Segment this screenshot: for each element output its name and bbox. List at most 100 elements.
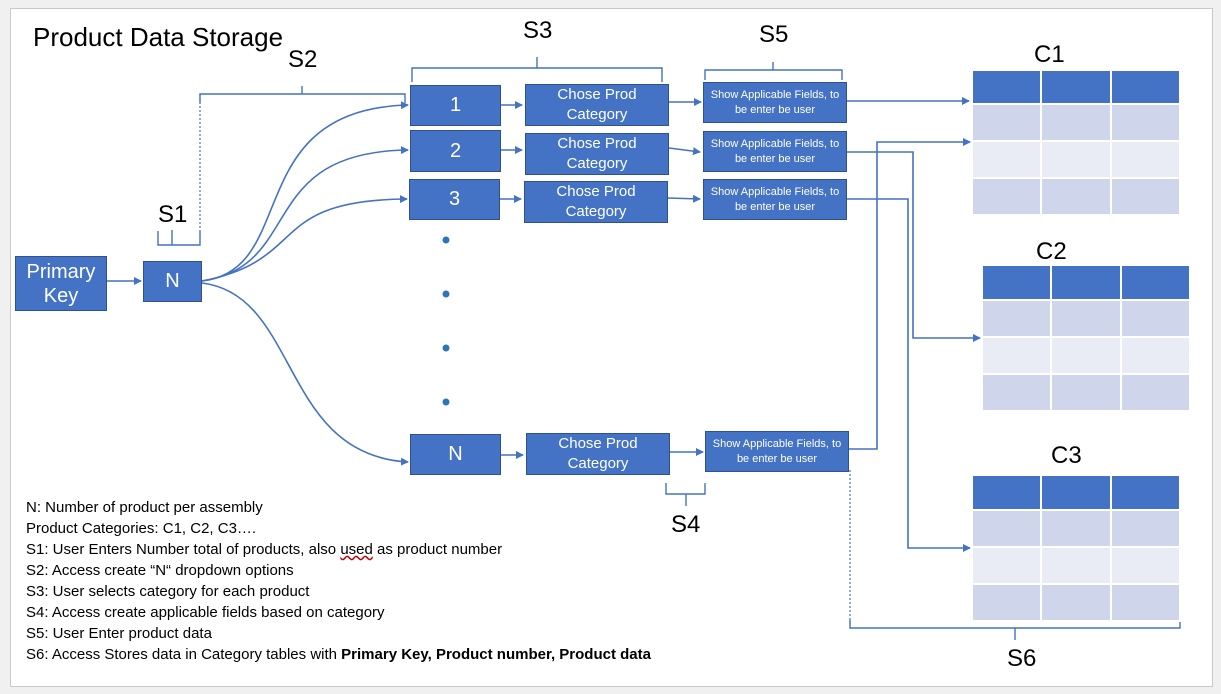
product-box-2: 2 (410, 130, 501, 172)
table-cell (1050, 336, 1122, 375)
table-cell (981, 299, 1052, 338)
table-cell (1040, 103, 1112, 142)
product-label: 3 (448, 188, 461, 210)
table-header-cell (1040, 474, 1112, 511)
legend-line-s6: S6: Access Stores data in Category table… (26, 646, 651, 663)
table-header-cell (1110, 69, 1181, 105)
fields-box-n: Show Applicable Fields, to be enter be u… (705, 431, 849, 472)
fields-box-3: Show Applicable Fields, to be enter be u… (703, 179, 847, 220)
table-cell (981, 336, 1052, 375)
table-cell (971, 583, 1042, 622)
product-box-n: N (410, 434, 501, 475)
legend-line-s3: S3: User selects category for each produ… (26, 583, 310, 600)
table-cell (1110, 140, 1181, 179)
table-cell (1040, 140, 1112, 179)
category-box-2: Chose Prod Category (525, 133, 669, 175)
product-box-3: 3 (409, 179, 500, 220)
fields-label: Show Applicable Fields, to be enter be u… (710, 137, 840, 165)
legend-line-n: N: Number of product per assembly (26, 499, 263, 516)
n-input-label: N (165, 270, 180, 292)
ellipsis-dot (442, 236, 450, 244)
arrow-fn-to-c1 (849, 138, 971, 450)
diagram-title: Product Data Storage (33, 22, 284, 52)
table-cell (1110, 177, 1181, 216)
table-cell (1120, 336, 1191, 375)
category-label: Chose Prod Category (557, 135, 637, 172)
ellipsis-dot (442, 398, 450, 406)
table-label-c3: C3 (1051, 442, 1082, 469)
brace-s3 (411, 57, 663, 82)
fields-label: Show Applicable Fields, to be enter be u… (710, 185, 840, 213)
step-label-s4: S4 (671, 511, 701, 538)
table-header-cell (971, 474, 1042, 511)
step-label-s6: S6 (1007, 645, 1037, 672)
product-label: 1 (449, 94, 462, 116)
product-label: 2 (449, 139, 462, 162)
brace-s5 (704, 62, 843, 80)
table-cell (1040, 177, 1112, 216)
table-cell (1050, 299, 1122, 338)
arrow-c3-fields (667, 194, 701, 203)
table-cell (971, 509, 1042, 548)
arrow-f3-to-c3 (847, 198, 971, 552)
table-label-c2: C2 (1036, 238, 1067, 265)
product-label: N (448, 443, 463, 465)
brace-s1 (157, 230, 201, 246)
category-box-3: Chose Prod Category (524, 181, 668, 223)
category-box-1: Chose Prod Category (525, 84, 669, 126)
legend-line-s5: S5: User Enter product data (26, 625, 212, 642)
table-cell (971, 103, 1042, 142)
table-header-cell (1050, 264, 1122, 301)
primary-key-box: Primary Key (15, 256, 107, 311)
table-cell (1110, 509, 1181, 548)
ellipsis-dot (442, 344, 450, 352)
arrow-f2-to-c2 (847, 151, 981, 342)
brace-s6 (849, 620, 1181, 640)
table-cell (1040, 583, 1112, 622)
table-cell (1120, 299, 1191, 338)
step-label-s3: S3 (523, 17, 553, 44)
arrow-c2-fields (668, 147, 701, 156)
category-label: Chose Prod Category (556, 183, 636, 220)
table-header-cell (1040, 69, 1112, 105)
category-box-n: Chose Prod Category (526, 433, 670, 475)
step-label-s2: S2 (288, 46, 318, 73)
table-cell (1120, 373, 1191, 412)
legend-line-categories: Product Categories: C1, C2, C3…. (26, 520, 257, 537)
fields-box-1: Show Applicable Fields, to be enter be u… (703, 82, 847, 123)
table-cell (1110, 103, 1181, 142)
table-label-c1: C1 (1034, 41, 1065, 68)
legend-line-s1: S1: User Enters Number total of products… (26, 541, 503, 558)
table-cell (971, 546, 1042, 585)
brace-s4 (665, 483, 706, 506)
table-cell (1110, 583, 1181, 622)
n-input-box: N (143, 261, 202, 302)
table-cell (1050, 373, 1122, 412)
category-label: Chose Prod Category (557, 86, 637, 123)
legend-line-s2: S2: Access create “N“ dropdown options (26, 562, 294, 579)
table-cell (971, 140, 1042, 179)
fields-label: Show Applicable Fields, to be enter be u… (712, 437, 842, 465)
table-cell (1040, 509, 1112, 548)
table-cell (1040, 546, 1112, 585)
brace-s2 (199, 86, 406, 103)
table-header-cell (1120, 264, 1191, 301)
primary-key-label: Primary Key (26, 260, 96, 307)
curve-to-product-1 (201, 101, 409, 282)
table-cell (1110, 546, 1181, 585)
curve-to-product-n (201, 282, 409, 466)
ellipsis-dot (442, 290, 450, 298)
table-cell (981, 373, 1052, 412)
table-header-cell (971, 69, 1042, 105)
legend-line-s4: S4: Access create applicable fields base… (26, 604, 385, 621)
curve-to-product-2 (201, 146, 409, 282)
product-box-1: 1 (410, 85, 501, 126)
step-label-s5: S5 (759, 21, 789, 48)
step-label-s1: S1 (158, 201, 188, 228)
legend: N: Number of product per assembly Produc… (26, 497, 651, 665)
table-header-cell (981, 264, 1052, 301)
table-cell (971, 177, 1042, 216)
table-header-cell (1110, 474, 1181, 511)
fields-label: Show Applicable Fields, to be enter be u… (710, 88, 840, 116)
